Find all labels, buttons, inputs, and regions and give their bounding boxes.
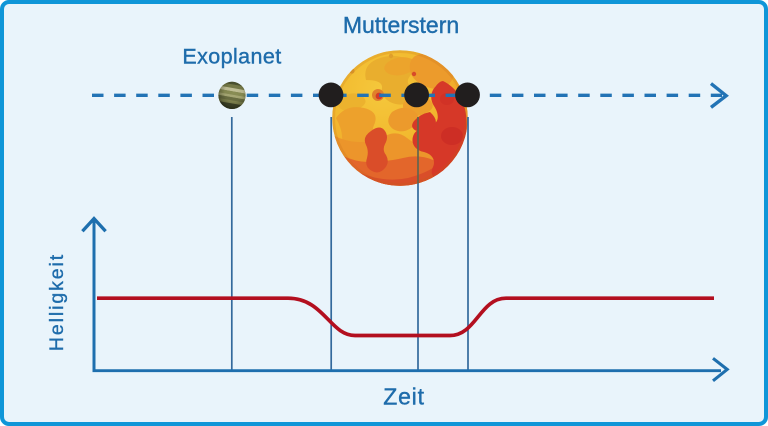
svg-text:Exoplanet: Exoplanet [182,45,281,69]
svg-text:Zeit: Zeit [383,384,425,410]
svg-text:Mutterstern: Mutterstern [343,12,459,38]
svg-text:Helligkeit: Helligkeit [46,253,68,351]
